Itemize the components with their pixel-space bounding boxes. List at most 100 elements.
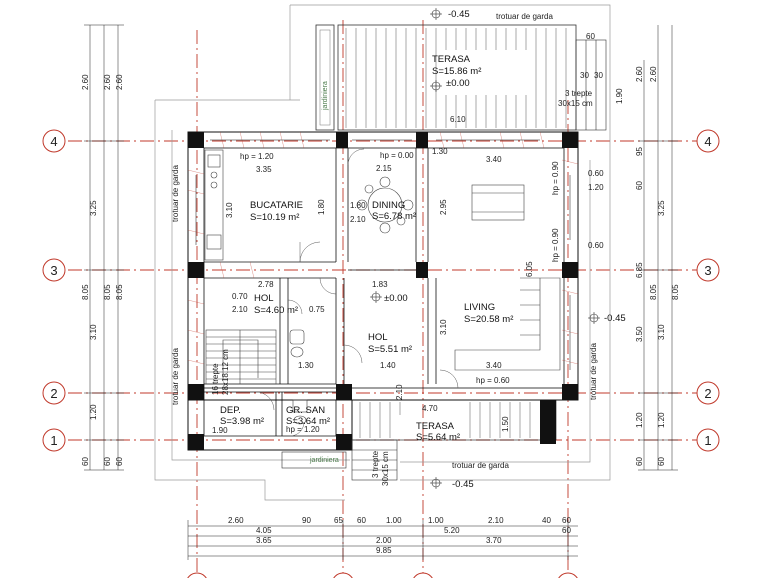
sidewalk-label-left1: trotuar de garda bbox=[171, 165, 180, 222]
level-top-ext: -0.45 bbox=[448, 9, 470, 20]
svg-text:2.60: 2.60 bbox=[635, 66, 644, 82]
level-bottom-ext: -0.45 bbox=[452, 479, 474, 490]
hp-right2: hp = 0.90 bbox=[551, 228, 560, 262]
room-name-bath: GR. SAN bbox=[286, 405, 325, 416]
svg-text:60: 60 bbox=[635, 181, 644, 190]
svg-text:1.83: 1.83 bbox=[372, 280, 388, 289]
sidewalk-outline bbox=[154, 4, 611, 501]
svg-text:60: 60 bbox=[635, 457, 644, 466]
steps-label-top: 3 trepte bbox=[565, 89, 593, 98]
interior-dims: 3.35 3.10 2.95 3.40 3.40 2.78 1.83 3.10 … bbox=[212, 147, 604, 435]
living-chair bbox=[471, 184, 525, 221]
living-sofa bbox=[454, 277, 561, 371]
axis-marker-1-left: 1 bbox=[42, 428, 66, 452]
room-area-kitchen: S=10.19 m² bbox=[250, 212, 299, 223]
dims-right-text: 2.60 3.25 8.05 3.10 1.20 60 2.60 8.05 1.… bbox=[635, 66, 680, 466]
room-area-terrace-bottom: S=5.64 m² bbox=[416, 432, 460, 443]
level-hall: ±0.00 bbox=[384, 293, 408, 304]
kitchen-counter bbox=[204, 149, 224, 261]
room-name-terrace-top: TERASA bbox=[432, 54, 471, 65]
svg-text:4: 4 bbox=[50, 134, 57, 149]
svg-text:2.10: 2.10 bbox=[395, 384, 404, 400]
svg-text:3.35: 3.35 bbox=[256, 165, 272, 174]
hp-dining: hp = 0.00 bbox=[380, 151, 414, 160]
svg-text:1.20: 1.20 bbox=[657, 412, 666, 428]
top-terrace bbox=[315, 24, 607, 131]
hp-living: hp = 0.60 bbox=[476, 376, 510, 385]
svg-text:2: 2 bbox=[704, 386, 711, 401]
axis-marker-3-left: 3 bbox=[42, 258, 66, 282]
planter-bottom bbox=[281, 451, 347, 469]
svg-text:30: 30 bbox=[594, 71, 603, 80]
svg-text:3.50: 3.50 bbox=[635, 326, 644, 342]
svg-text:0.70: 0.70 bbox=[232, 292, 248, 301]
svg-text:1.40: 1.40 bbox=[380, 361, 396, 370]
dining-table bbox=[356, 176, 414, 234]
room-area-dining: S=6.78 m² bbox=[372, 211, 416, 222]
axis-marker-1-right: 1 bbox=[696, 428, 720, 452]
dims-bottom bbox=[187, 520, 578, 560]
axis-marker-2-left: 2 bbox=[42, 381, 66, 405]
svg-text:1: 1 bbox=[704, 433, 711, 448]
svg-text:8.05: 8.05 bbox=[103, 284, 112, 300]
svg-text:3.65: 3.65 bbox=[256, 536, 272, 545]
furniture bbox=[204, 149, 561, 425]
dims-left-text: 2.60 3.25 8.05 3.10 1.20 60 2.60 8.05 60… bbox=[81, 74, 124, 466]
svg-text:3.10: 3.10 bbox=[657, 324, 666, 340]
svg-text:60: 60 bbox=[357, 516, 366, 525]
svg-text:1.00: 1.00 bbox=[386, 516, 402, 525]
svg-text:1.20: 1.20 bbox=[588, 183, 604, 192]
hp-kitchen: hp = 1.20 bbox=[240, 152, 274, 161]
svg-text:1.90: 1.90 bbox=[212, 426, 228, 435]
svg-text:60: 60 bbox=[103, 457, 112, 466]
svg-text:60: 60 bbox=[81, 457, 90, 466]
level-terrace-top: ±0.00 bbox=[446, 78, 470, 89]
svg-text:2: 2 bbox=[50, 386, 57, 401]
svg-text:90: 90 bbox=[302, 516, 311, 525]
svg-text:8.05: 8.05 bbox=[81, 284, 90, 300]
steps-size-bottom: 30x15 cm bbox=[381, 451, 390, 486]
room-area-living: S=20.58 m² bbox=[464, 314, 513, 325]
svg-text:2.60: 2.60 bbox=[81, 74, 90, 90]
sidewalk-label-left2: trotuar de garda bbox=[171, 348, 180, 405]
svg-text:2.10: 2.10 bbox=[488, 516, 504, 525]
level-right-ext: -0.45 bbox=[604, 313, 626, 324]
svg-text:1.30: 1.30 bbox=[298, 361, 314, 370]
svg-text:3.25: 3.25 bbox=[657, 200, 666, 216]
svg-text:6.85: 6.85 bbox=[635, 262, 644, 278]
svg-text:60: 60 bbox=[657, 457, 666, 466]
axis-marker-3-right: 3 bbox=[696, 258, 720, 282]
stair-label: 16 trepte bbox=[211, 363, 220, 395]
svg-text:2.95: 2.95 bbox=[439, 199, 448, 215]
svg-text:2.00: 2.00 bbox=[376, 536, 392, 545]
columns bbox=[188, 132, 578, 450]
svg-text:0.75: 0.75 bbox=[309, 305, 325, 314]
room-area-hall1: S=4.60 m² bbox=[254, 305, 298, 316]
steps-size-top: 30x15 cm bbox=[558, 99, 593, 108]
svg-text:9.85: 9.85 bbox=[376, 546, 392, 555]
svg-text:3.10: 3.10 bbox=[89, 324, 98, 340]
svg-text:6.10: 6.10 bbox=[450, 115, 466, 124]
svg-text:2.78: 2.78 bbox=[258, 280, 274, 289]
svg-text:3.25: 3.25 bbox=[89, 200, 98, 216]
svg-text:1.20: 1.20 bbox=[635, 412, 644, 428]
axis-markers: 4 3 2 1 4 3 2 1 bbox=[42, 129, 720, 578]
misc-labels: trotuar de garda trotuar de garda trotua… bbox=[171, 12, 598, 486]
svg-text:95: 95 bbox=[635, 147, 644, 156]
room-name-storage: DEP. bbox=[220, 405, 241, 416]
toilet bbox=[289, 329, 305, 345]
room-name-terrace-bottom: TERASA bbox=[416, 421, 455, 432]
axis-marker-2-right: 2 bbox=[696, 381, 720, 405]
room-labels: BUCATARIE S=10.19 m² DINING S=6.78 m² HO… bbox=[220, 54, 513, 443]
svg-text:8.05: 8.05 bbox=[115, 284, 124, 300]
dining-width: 1.80 bbox=[350, 201, 366, 210]
axis-marker-b-bottom bbox=[333, 572, 353, 578]
sidewalk-label-bottom: trotuar de garda bbox=[452, 461, 509, 470]
axis-marker-a-bottom bbox=[187, 572, 207, 578]
planter-label-top: jardiniera bbox=[322, 81, 329, 111]
svg-text:60: 60 bbox=[586, 32, 595, 41]
svg-text:1.30: 1.30 bbox=[432, 147, 448, 156]
svg-text:3.40: 3.40 bbox=[486, 155, 502, 164]
svg-text:4: 4 bbox=[704, 134, 711, 149]
